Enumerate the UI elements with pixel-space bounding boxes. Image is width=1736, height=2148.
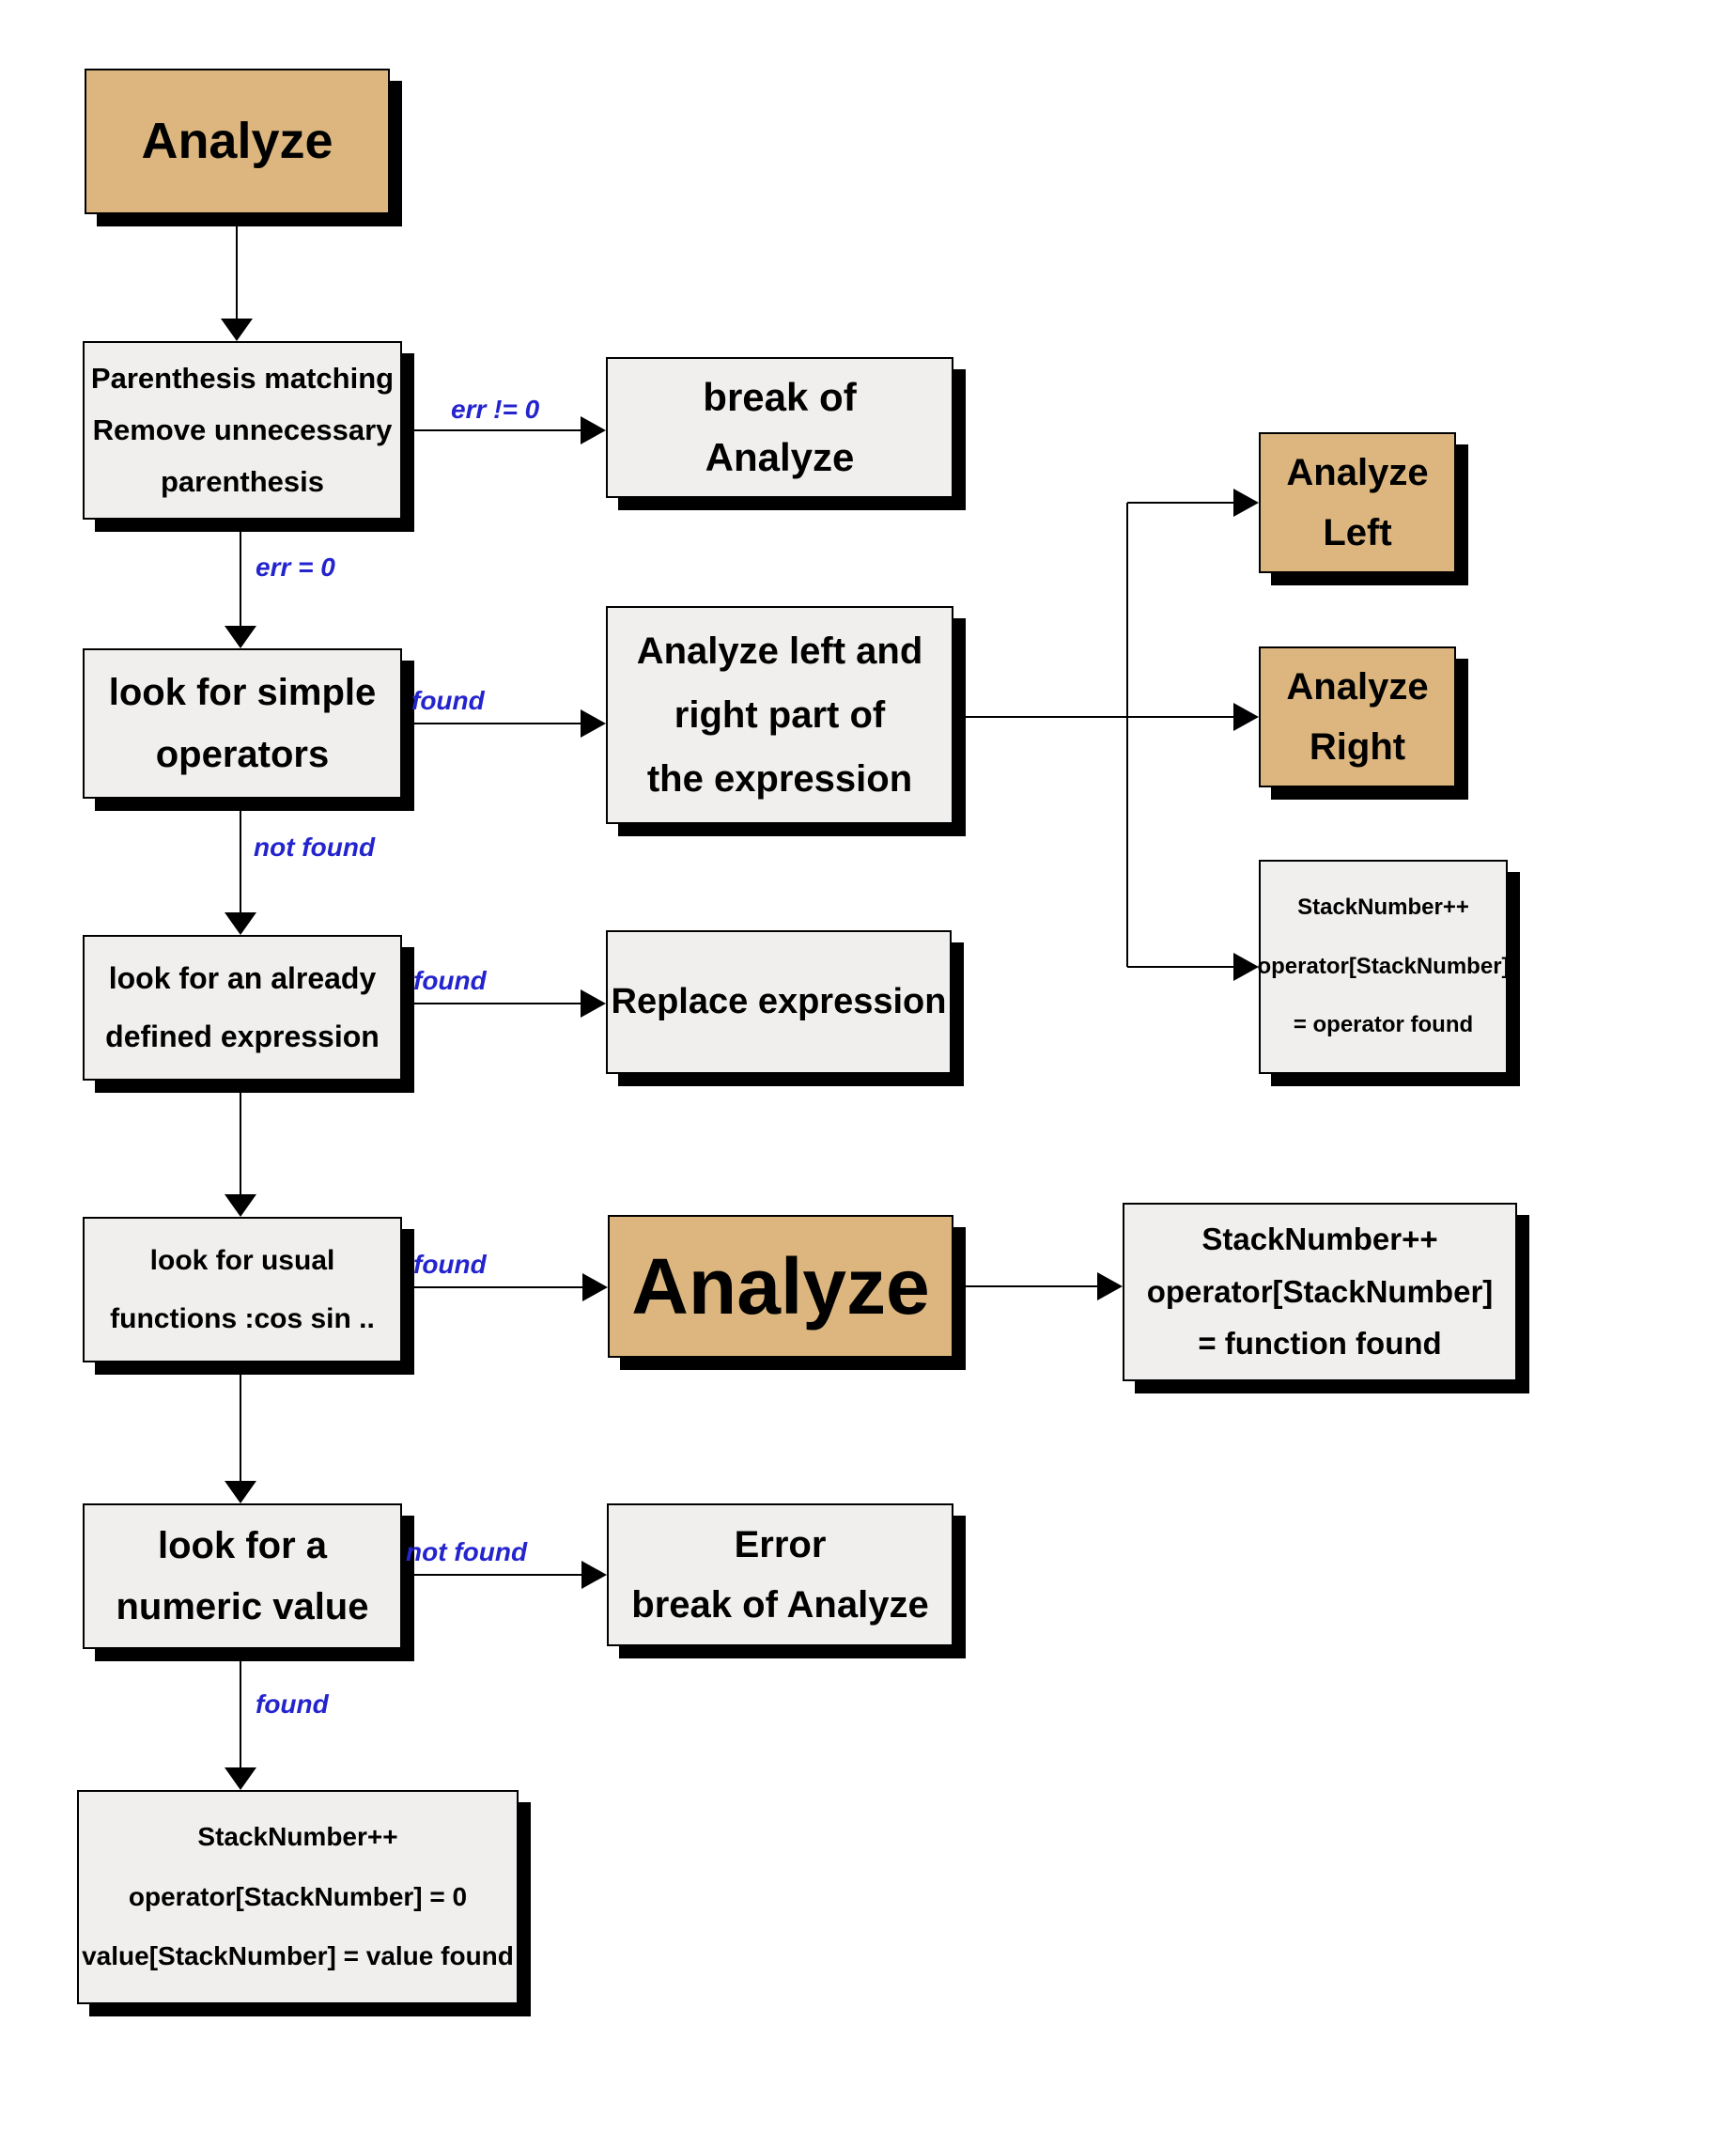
- edge-label-functions-found: found: [413, 1250, 487, 1279]
- arrowhead-right-stack-operator: [1233, 953, 1259, 981]
- node-look-defined-expression: look for an already defined expression: [83, 935, 402, 1081]
- edge-label-defined-found: found: [413, 966, 487, 995]
- node-line: defined expression: [105, 1019, 380, 1053]
- arrowhead-right-break: [581, 416, 606, 444]
- node-line: = function found: [1198, 1326, 1442, 1362]
- arrowhead-down-defined: [225, 912, 256, 935]
- node-line: look for usual: [149, 1245, 335, 1277]
- node-look-simple-operators: look for simple operators: [83, 648, 402, 799]
- node-stack-function-found: StackNumber++ operator[StackNumber] = fu…: [1123, 1203, 1517, 1381]
- arrowhead-down-parenthesis: [221, 319, 253, 341]
- node-line: look for simple: [108, 671, 377, 713]
- node-line: StackNumber++: [197, 1821, 398, 1851]
- edge-label-err-eq-zero: err = 0: [256, 553, 335, 582]
- node-line: break of Analyze: [631, 1584, 929, 1626]
- node-line: value[StackNumber] = value found: [82, 1941, 514, 1971]
- node-line: look for an already: [108, 960, 377, 995]
- arrowhead-right-parts: [581, 709, 606, 738]
- node-line: Error: [734, 1524, 827, 1565]
- node-line: Replace expression: [611, 981, 947, 1021]
- arrowhead-down-simple: [225, 626, 256, 648]
- node-line: numeric value: [116, 1586, 369, 1627]
- arrowhead-right-analyze-right: [1233, 703, 1259, 731]
- node-line: Analyze: [631, 1241, 930, 1331]
- node-line: look for a: [157, 1525, 328, 1566]
- arrowhead-right-stack-function: [1097, 1272, 1123, 1300]
- node-line: Parenthesis matching: [90, 361, 395, 395]
- node-line: Remove unnecessary: [92, 412, 393, 446]
- node-analyze-recursive: Analyze: [608, 1215, 953, 1358]
- node-line: operator[StackNumber]: [1257, 953, 1510, 979]
- arrowhead-down-stack-value: [225, 1767, 256, 1790]
- arrowhead-right-replace: [581, 989, 606, 1018]
- node-break-of-analyze: break of Analyze: [606, 357, 953, 498]
- node-line: the expression: [646, 758, 913, 800]
- node-line: operator[StackNumber]: [1146, 1273, 1494, 1309]
- node-look-usual-functions: look for usual functions :cos sin ..: [83, 1217, 402, 1362]
- node-error-break-analyze: Error break of Analyze: [607, 1503, 953, 1646]
- node-line: Analyze: [141, 112, 333, 169]
- node-line: StackNumber++: [1201, 1222, 1438, 1257]
- node-stack-operator-found: StackNumber++ operator[StackNumber] = op…: [1257, 860, 1510, 1074]
- arrowhead-down-numeric: [225, 1481, 256, 1503]
- arrowhead-right-error: [581, 1561, 607, 1589]
- node-look-numeric-value: look for a numeric value: [83, 1503, 402, 1649]
- node-line: parenthesis: [160, 464, 324, 498]
- edge-label-simple-not-found: not found: [254, 833, 376, 862]
- arrowhead-right-analyze-recursive: [582, 1273, 608, 1301]
- node-line: Analyze left and: [636, 630, 923, 672]
- node-line: Analyze: [1286, 666, 1429, 708]
- edge-label-err-ne-zero: err != 0: [451, 395, 540, 424]
- edge-label-numeric-found: found: [256, 1689, 329, 1719]
- node-line: StackNumber++: [1297, 895, 1469, 921]
- node-line: Analyze: [1286, 452, 1429, 494]
- node-analyze-right: Analyze Right: [1259, 646, 1456, 787]
- node-line: Analyze: [705, 434, 855, 479]
- edge-label-numeric-not-found: not found: [406, 1537, 528, 1566]
- node-stack-value-found: StackNumber++ operator[StackNumber] = 0 …: [77, 1790, 519, 2004]
- node-line: Right: [1309, 725, 1406, 768]
- edge-label-simple-found: found: [411, 686, 485, 715]
- node-line: break of: [703, 374, 857, 419]
- node-analyze-start: Analyze: [85, 69, 390, 214]
- node-line: operator[StackNumber] = 0: [128, 1881, 468, 1911]
- arrowhead-down-functions: [225, 1194, 256, 1217]
- node-replace-expression: Replace expression: [606, 930, 952, 1074]
- node-parenthesis-matching: Parenthesis matching Remove unnecessary …: [83, 341, 402, 520]
- node-line: Left: [1323, 511, 1392, 553]
- node-line: right part of: [674, 694, 886, 736]
- node-line: operators: [155, 734, 330, 776]
- node-analyze-left: Analyze Left: [1259, 432, 1456, 573]
- arrowhead-right-analyze-left: [1233, 489, 1259, 517]
- node-line: = operator found: [1293, 1012, 1474, 1038]
- node-line: functions :cos sin ..: [110, 1302, 375, 1334]
- node-analyze-left-right-parts: Analyze left and right part of the expre…: [606, 606, 953, 824]
